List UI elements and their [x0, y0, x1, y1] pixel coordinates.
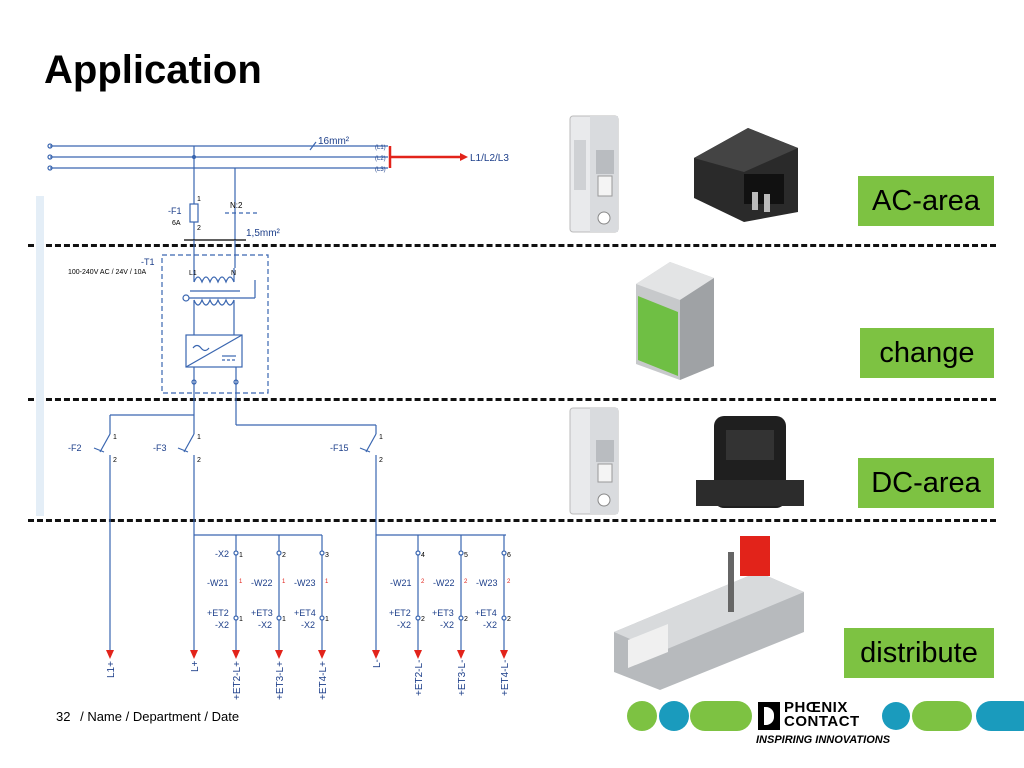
transformer-n: N — [231, 270, 236, 277]
output-label: +ET2-L+ — [232, 661, 243, 700]
output-label: +ET4-L+ — [318, 661, 329, 700]
output-label: +ET2-L- — [414, 660, 425, 696]
et-pin: 1 — [282, 616, 286, 623]
distribute-label: distribute — [844, 628, 994, 678]
x2-term: 3 — [325, 552, 329, 559]
w-label: -W23 — [294, 578, 316, 588]
ac-area-label: AC-area — [858, 176, 994, 226]
et-label: +ET4 — [475, 608, 497, 618]
power-supply-image — [636, 262, 714, 380]
separator-change-dc — [28, 398, 996, 401]
et-pin: 2 — [507, 616, 511, 623]
et-x2-label: -X2 — [397, 620, 411, 630]
separator-ac-change — [28, 244, 996, 247]
change-label: change — [860, 328, 994, 378]
dc-protection-module-image — [696, 416, 804, 508]
bus-phase-l3: (L3) — [375, 167, 386, 173]
page-title: Application — [44, 48, 262, 92]
breaker-f2-pin-2: 2 — [113, 457, 117, 464]
transformer-spec: 100-240V AC / 24V / 10A — [68, 269, 147, 276]
w-pin: 1 — [325, 579, 329, 585]
breaker-f15-pin-2: 2 — [379, 457, 383, 464]
output-label: +ET4-L- — [500, 660, 511, 696]
x2-label: -X2 — [215, 549, 229, 559]
w-label: -W21 — [207, 578, 229, 588]
output-label: +ET3-L- — [457, 660, 468, 696]
et-x2-label: -X2 — [258, 620, 272, 630]
breaker-f3-label: -F3 — [153, 443, 167, 453]
dc-breaker-image — [569, 407, 619, 515]
logo-line-2: CONTACT — [784, 713, 860, 730]
breaker-f15-pin-1: 1 — [379, 434, 383, 441]
page-number: 32 — [56, 709, 71, 724]
et-x2-label: -X2 — [440, 620, 454, 630]
breaker-f2-label: -F2 — [68, 443, 82, 453]
et-x2-label: -X2 — [301, 620, 315, 630]
et-label: +ET2 — [389, 608, 411, 618]
circuit-breaker-image — [569, 115, 619, 233]
x2-term: 1 — [239, 552, 243, 559]
x2-term: 6 — [507, 552, 511, 559]
small-cable-label: 1,5mm² — [246, 228, 281, 239]
w-label: -W21 — [390, 578, 412, 588]
x2-term: 4 — [421, 552, 425, 559]
terminal-rail-image — [614, 536, 804, 690]
output-label: L- — [372, 659, 383, 668]
dc-area-label: DC-area — [858, 458, 994, 508]
footer: 32 / Name / Department / Date — [56, 709, 239, 724]
logo-tagline: INSPIRING INNOVATIONS — [756, 734, 891, 746]
bus-output-label: L1/L2/L3 — [470, 153, 509, 164]
x2-term: 5 — [464, 552, 468, 559]
breaker-f3-pin-1: 1 — [197, 434, 201, 441]
w-pin: 2 — [464, 579, 468, 585]
bus-cable-label: 16mm² — [318, 136, 350, 147]
logo-mark-icon — [758, 702, 780, 730]
w-label: -W23 — [476, 578, 498, 588]
et-label: +ET4 — [294, 608, 316, 618]
brand-color-band — [627, 701, 1024, 731]
fuse-f1-rating: 6A — [172, 220, 181, 227]
fuse-f1-label: -F1 — [168, 206, 182, 216]
breaker-f15-label: -F15 — [330, 443, 349, 453]
output-label: L+ — [190, 660, 201, 672]
et-pin: 1 — [325, 616, 329, 623]
et-pin: 1 — [239, 616, 243, 623]
side-strip — [36, 196, 44, 516]
terminal-block-image — [694, 128, 798, 222]
w-pin: 1 — [239, 579, 243, 585]
breaker-f3-pin-2: 2 — [197, 457, 201, 464]
output-label: L1+ — [106, 661, 117, 678]
fuse-f1-pin-1: 1 — [197, 196, 201, 203]
phoenix-contact-logo: PHŒNIX CONTACT — [756, 699, 882, 730]
transformer-l1: L1 — [189, 270, 197, 277]
breaker-f2-pin-1: 1 — [113, 434, 117, 441]
et-x2-label: -X2 — [483, 620, 497, 630]
et-pin: 2 — [464, 616, 468, 623]
output-label: +ET3-L+ — [275, 661, 286, 700]
neutral-label: N:2 — [230, 201, 243, 210]
w-pin: 2 — [421, 579, 425, 585]
w-label: -W22 — [251, 578, 273, 588]
separator-dc-distribute — [28, 519, 996, 522]
et-label: +ET3 — [432, 608, 454, 618]
bus-phase-l1: (L1) — [375, 145, 386, 151]
w-pin: 2 — [507, 579, 511, 585]
et-pin: 2 — [421, 616, 425, 623]
w-label: -W22 — [433, 578, 455, 588]
et-label: +ET3 — [251, 608, 273, 618]
et-x2-label: -X2 — [215, 620, 229, 630]
w-pin: 1 — [282, 579, 286, 585]
et-label: +ET2 — [207, 608, 229, 618]
footer-text: / Name / Department / Date — [80, 709, 240, 724]
logo-line-1: PHŒNIX — [784, 699, 848, 716]
bus-phase-l2: (L2) — [375, 156, 386, 162]
fuse-f1-pin-2: 2 — [197, 225, 201, 232]
x2-term: 2 — [282, 552, 286, 559]
transformer-label: -T1 — [141, 257, 155, 267]
